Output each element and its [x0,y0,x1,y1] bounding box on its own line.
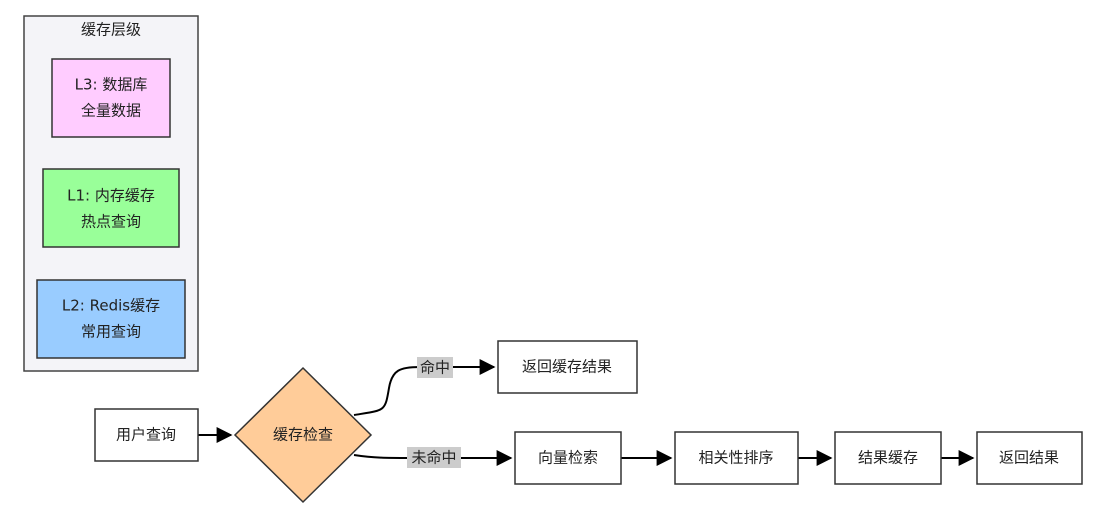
cache-levels-title: 缓存层级 [81,21,141,39]
user-query-label: 用户查询 [116,426,176,444]
return-result-node: 返回结果 [976,431,1083,485]
cache-result-label: 结果缓存 [858,449,918,467]
miss-label: 未命中 [411,449,456,467]
l1-memory-box [42,168,180,248]
cache-result-box [834,431,942,485]
relevance-rank-box [674,431,799,485]
edges [198,359,975,466]
return-result-box [976,431,1083,485]
vector-search-box [514,431,622,485]
return-cached-label: 返回缓存结果 [522,358,612,376]
user-query-box [94,408,199,462]
l2-line1: L2: Redis缓存 [62,297,160,315]
vector-search-node: 向量检索 [514,431,622,485]
edge-label-miss: 未命中 [407,447,461,468]
l2-redis-box [36,279,186,359]
edge-label-hit: 命中 [417,357,453,378]
miss-label-bg [407,447,461,468]
hit-label: 命中 [420,359,450,377]
user-query-node: 用户查询 [94,408,199,462]
l3-database-node: L3: 数据库 全量数据 [51,58,171,138]
l1-line1: L1: 内存缓存 [67,187,155,205]
return-cached-node: 返回缓存结果 [497,340,638,394]
return-cached-box [497,340,638,394]
relevance-rank-label: 相关性排序 [698,449,773,467]
cache-check-label: 缓存检查 [273,426,333,444]
l2-line2: 常用查询 [81,323,141,341]
hit-label-bg [417,357,453,378]
l1-line2: 热点查询 [81,213,141,231]
l1-memory-node: L1: 内存缓存 热点查询 [42,168,180,248]
edge-check-to-hit [353,359,496,416]
l3-line2: 全量数据 [81,102,141,120]
l2-redis-node: L2: Redis缓存 常用查询 [36,279,186,359]
cache-result-node: 结果缓存 [834,431,942,485]
vector-search-label: 向量检索 [538,449,598,467]
return-result-label: 返回结果 [999,449,1059,467]
l3-line1: L3: 数据库 [75,76,148,94]
cache-levels-group: 缓存层级 L3: 数据库 全量数据 L1: 内存缓存 热点查询 L2: Redi… [23,15,199,372]
l3-database-box [51,58,171,138]
cache-check-node: 缓存检查 [233,366,373,504]
cache-check-diamond [233,366,373,504]
relevance-rank-node: 相关性排序 [674,431,799,485]
